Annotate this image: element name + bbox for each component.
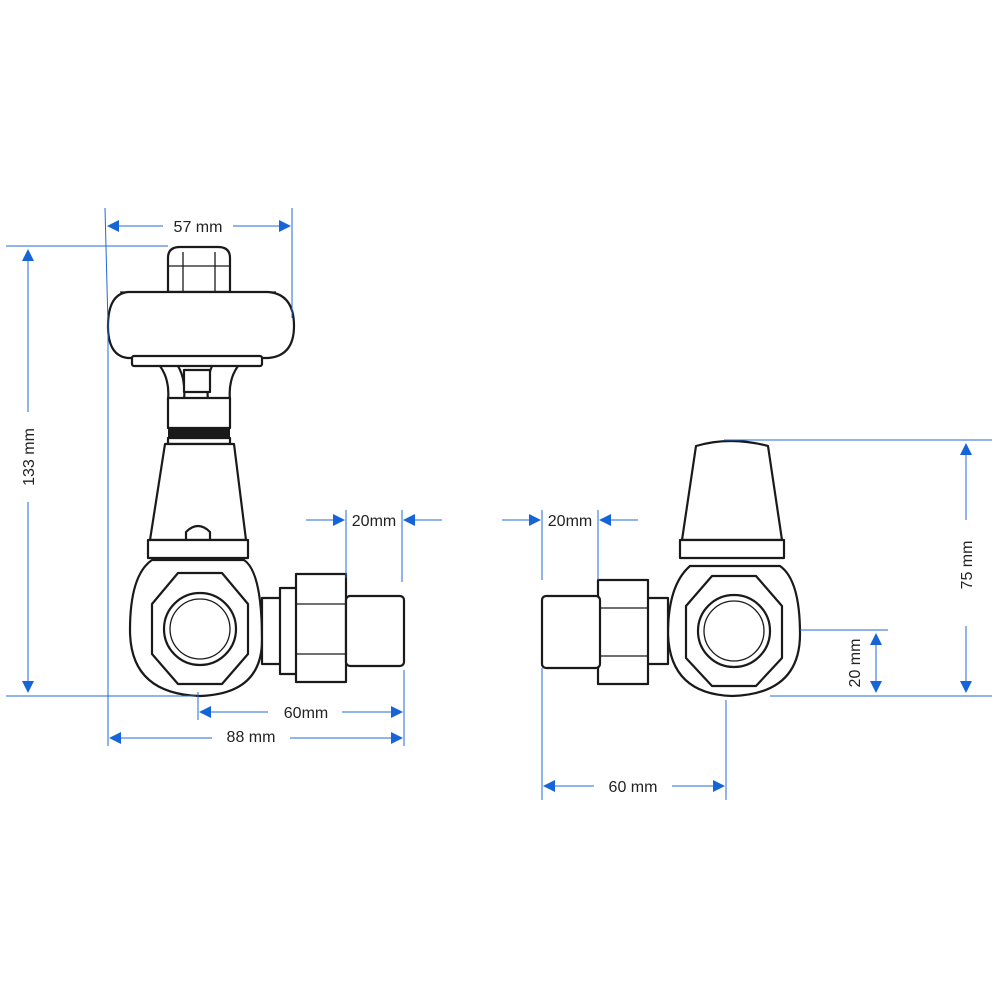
left-valve	[106, 245, 406, 698]
dim-label-60mm-right: 60 mm	[609, 779, 658, 796]
dim-label-20mm-vertical: 20 mm	[847, 639, 864, 688]
right-valve	[540, 439, 802, 698]
dim-label-75mm: 75 mm	[959, 541, 976, 590]
dim-label-60mm-left: 60mm	[284, 705, 328, 722]
dim-label-57mm: 57 mm	[174, 219, 223, 236]
dim-height-133: 133 mm	[6, 245, 196, 697]
dim-right-tail: 20mm	[502, 510, 638, 580]
dim-right-75: 75 mm	[724, 439, 992, 697]
dim-top-width: 57 mm	[104, 207, 293, 326]
dim-label-20mm-right: 20mm	[548, 513, 592, 530]
dim-left-88: 88 mm	[107, 325, 403, 746]
dim-label-133mm: 133 mm	[21, 428, 38, 486]
dim-right-60: 60 mm	[541, 668, 727, 800]
dim-left-tail: 20mm	[306, 510, 442, 582]
dim-label-20mm-left: 20mm	[352, 513, 396, 530]
dim-right-20-vertical: 20 mm	[800, 629, 888, 693]
dim-label-88mm: 88 mm	[227, 729, 276, 746]
dim-left-60: 60mm	[197, 670, 405, 746]
